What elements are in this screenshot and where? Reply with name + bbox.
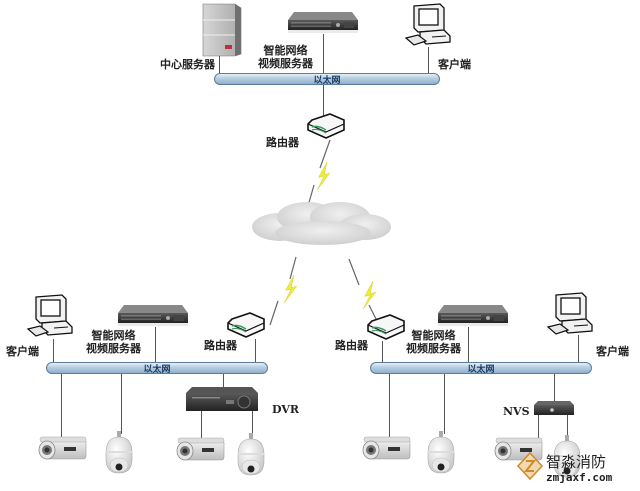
center-server-label: 中心服务器 [160,58,215,71]
nvs-icon [534,401,574,415]
left-router-icon [227,312,265,338]
left-video-server-wire [155,327,156,363]
watermark-name: 智淼消防 [546,453,607,471]
right-drop-3 [554,374,555,404]
left-router-label: 路由器 [204,339,237,352]
center-server-wire [219,56,220,74]
right-video-server-rack-icon [438,305,508,326]
right-video-server-wire [468,327,469,363]
right-router-icon [367,314,405,340]
right-client-wire [578,335,579,363]
ethernet-bus-left: 以太网 [46,362,268,375]
right-drop-1 [389,374,390,438]
left-client-label: 客户端 [6,345,39,358]
nvs-label: NVS [503,405,530,418]
left-bullet-camera-1-icon [38,436,87,460]
left-drop-2 [121,374,122,434]
video-server-wire [323,34,324,100]
right-dome-camera-1-icon [427,430,455,474]
right-router-wire [382,341,383,363]
left-bullet-camera-2-icon [176,437,225,461]
right-video-server-label: 智能网络 视频服务器 [406,329,461,355]
video-server-rack-icon [288,12,358,33]
nvs-drop-1 [538,415,539,441]
dvr-drop-1 [201,411,202,439]
left-video-server-rack-icon [118,305,188,326]
ethernet-bus-top: 以太网 [214,73,440,86]
right-drop-2 [444,374,445,434]
right-client-label: 客户端 [596,345,629,358]
dvr-label: DVR [272,403,300,416]
right-router-label: 路由器 [335,339,368,352]
internet-cloud-icon [252,202,391,245]
left-video-server-label: 智能网络 视频服务器 [86,329,141,355]
core-router-label: 路由器 [266,136,299,149]
left-drop-3 [223,374,224,388]
client-label: 客户端 [438,58,471,71]
dvr-icon [186,387,258,411]
left-client-wire [53,339,54,363]
center-server-icon [202,3,242,57]
watermark-url: zmjaxf.com [546,471,613,484]
left-drop-1 [61,374,62,438]
right-client-pc-icon [547,292,593,335]
left-client-pc-icon [27,294,73,337]
right-site: 路由器 智能网络 视频服务器 客户端 以太网 NVS [320,285,640,491]
left-lightning-icon [269,256,298,326]
left-dome-camera-1-icon [105,430,133,474]
top-network: 中心服务器 智能网络 视频服务器 客户端 以太网 [0,0,640,100]
core-router-wire [323,86,324,116]
watermark-logo-icon [516,451,544,481]
core-router-icon [307,113,345,139]
video-server-label: 智能网络 视频服务器 [258,44,313,70]
left-dome-camera-2-icon [237,432,265,476]
left-site: 客户端 智能网络 视频服务器 路由器 以太网 DVR [0,285,320,491]
dvr-drop-2 [252,411,253,435]
client-pc-icon [405,3,451,46]
left-router-wire [255,339,256,363]
nvs-drop-2 [567,415,568,439]
ethernet-bus-right: 以太网 [370,362,592,375]
watermark: 智淼消防 zmjaxf.com [516,447,640,487]
right-bullet-camera-1-icon [362,436,411,460]
client-wire [428,47,429,74]
